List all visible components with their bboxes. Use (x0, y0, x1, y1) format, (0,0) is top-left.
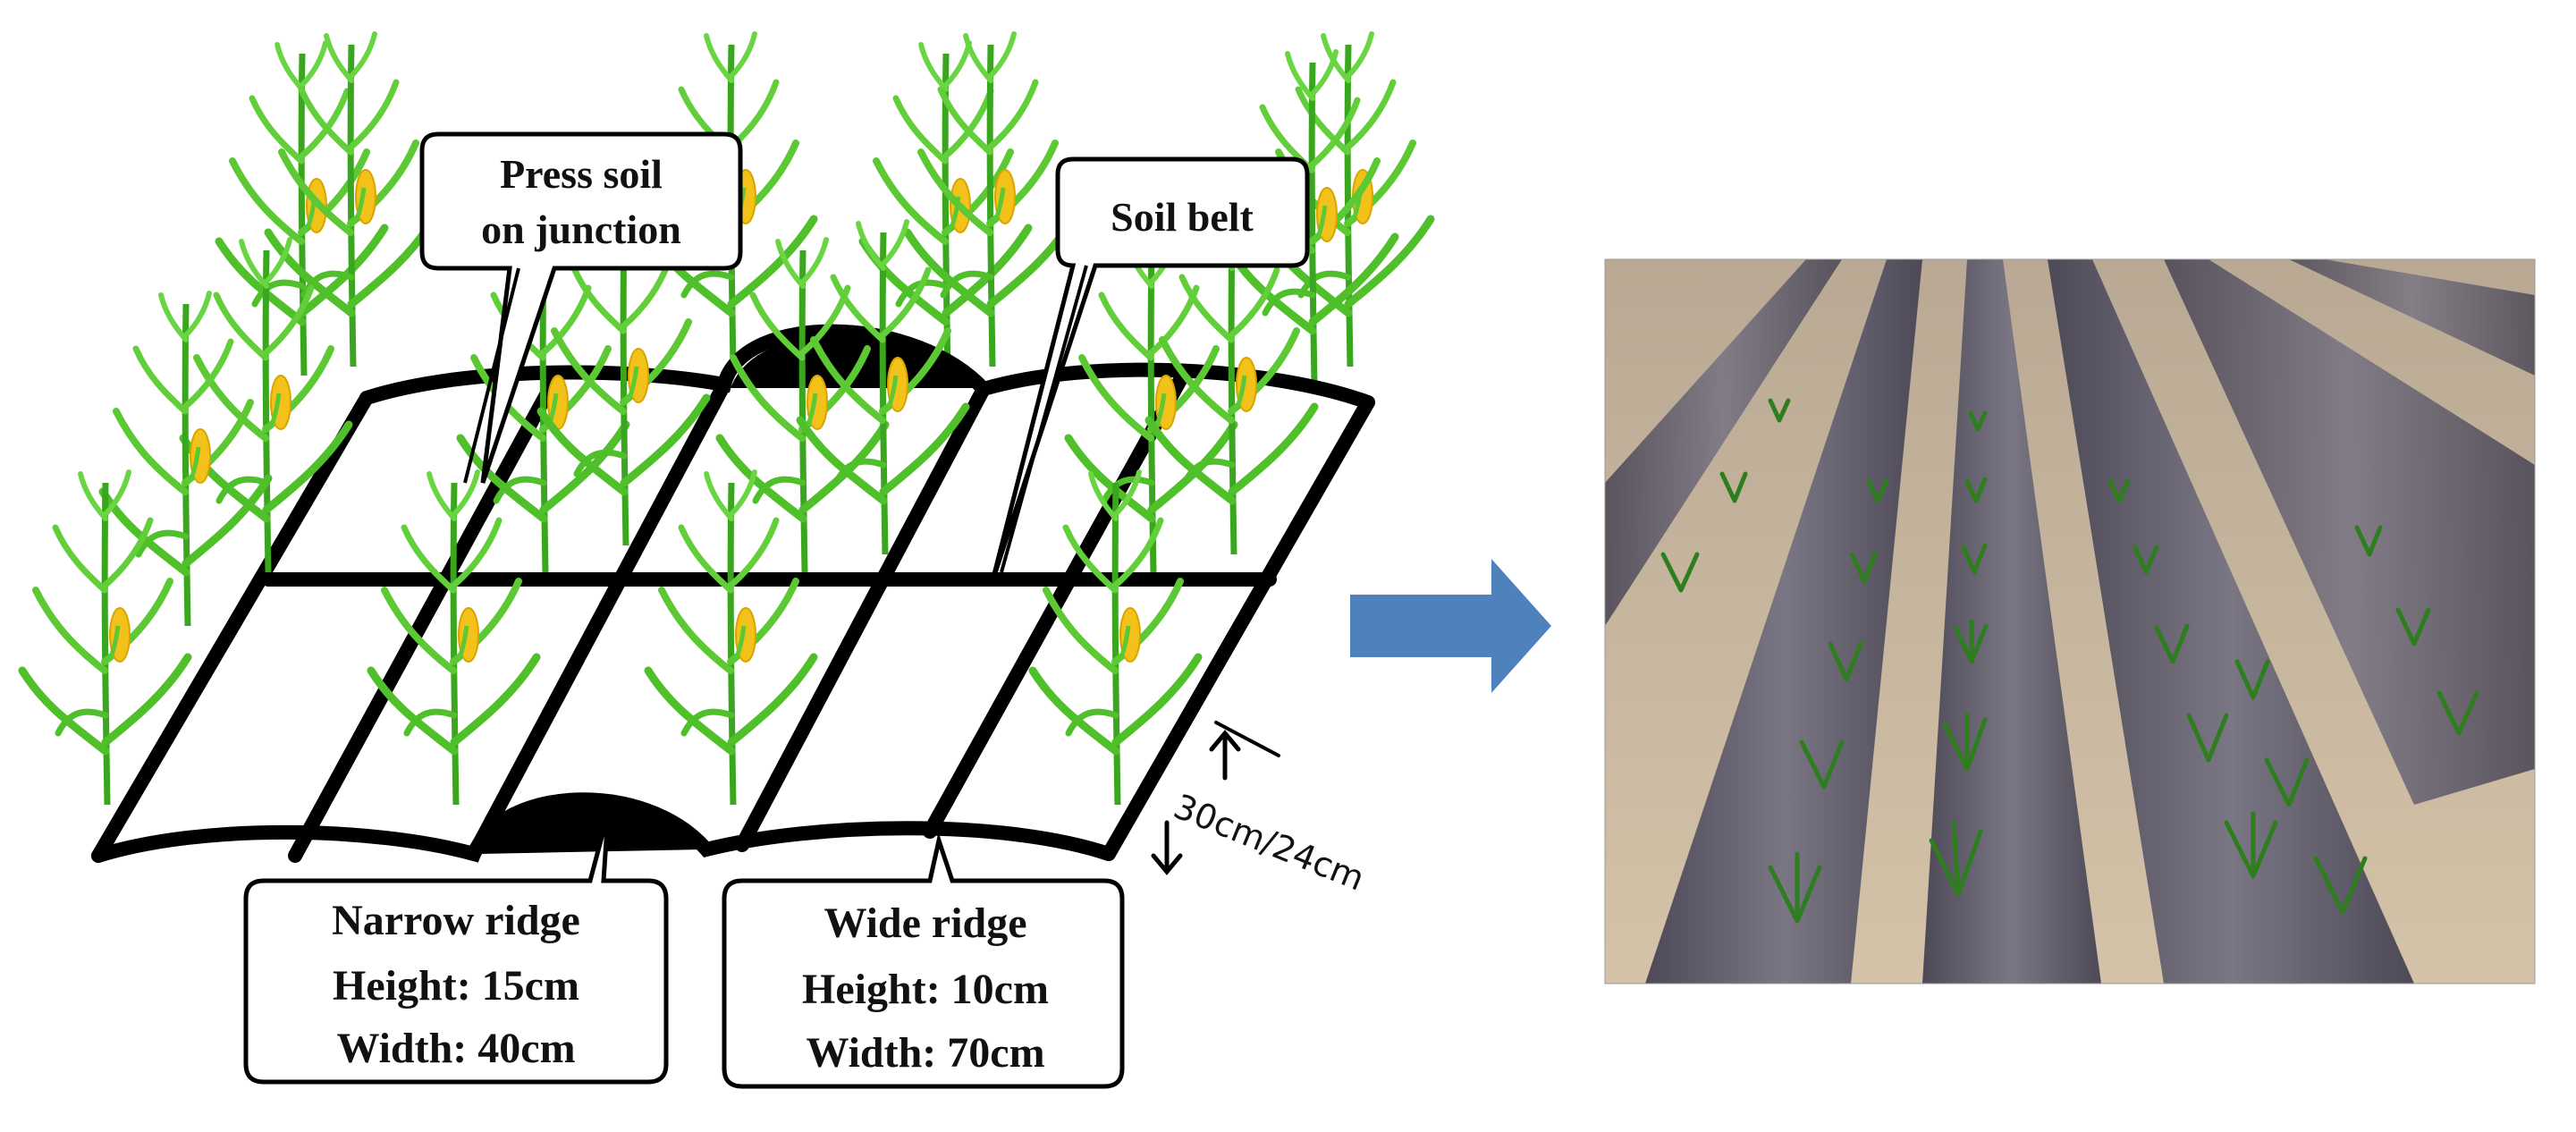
wide-ridge-width: Width: 70cm (806, 1029, 1044, 1077)
ridge-spacing-label: 30cm/24cm (1169, 787, 1370, 899)
maize-plant-icon (371, 472, 536, 805)
ridge-diagram: Press soil on junction Soil belt Narrow … (22, 34, 1431, 1089)
ridge-height-dimension: 30cm/24cm (1151, 721, 1370, 899)
wide-ridge-title: Wide ridge (823, 900, 1026, 947)
wide-ridge-height: Height: 10cm (802, 966, 1049, 1013)
narrow-ridge-title: Narrow ridge (332, 897, 580, 944)
narrow-ridge-height: Height: 15cm (333, 962, 579, 1010)
field-photo (1604, 258, 2536, 984)
right-arrow-icon (1350, 559, 1551, 693)
press-soil-label-line2: on junction (481, 207, 681, 252)
maize-plant-icon (908, 34, 1073, 367)
callout-narrow-ridge: Narrow ridge Height: 15cm Width: 40cm (243, 813, 669, 1085)
press-soil-label-line1: Press soil (500, 151, 663, 197)
maize-plant-icon (103, 293, 268, 626)
soil-belt-label: Soil belt (1111, 194, 1254, 240)
callout-soil-belt: Soil belt (990, 156, 1310, 582)
callout-wide-ridge: Wide ridge Height: 10cm Width: 70cm (722, 832, 1125, 1089)
callout-press-soil: Press soil on junction (419, 131, 743, 484)
narrow-ridge-width: Width: 40cm (336, 1025, 575, 1072)
maize-plants-front-rows (22, 213, 1314, 805)
